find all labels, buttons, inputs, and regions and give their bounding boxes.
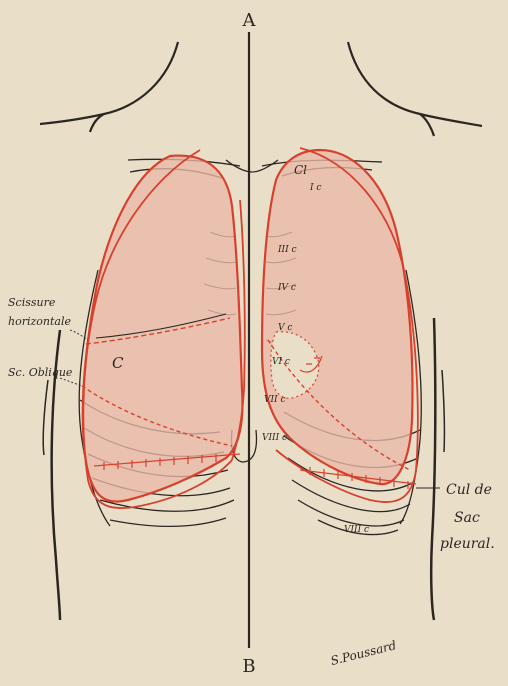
lower-ribs-left-6 bbox=[110, 518, 226, 527]
lower-ribs-right-5 bbox=[298, 500, 404, 526]
rib-label-4: V c bbox=[278, 323, 292, 333]
rib-label-6: VII c bbox=[264, 395, 286, 405]
manubrium bbox=[226, 160, 278, 172]
cul-label-1: Cul de bbox=[446, 482, 492, 498]
clavicle-label: Cl bbox=[294, 163, 307, 177]
right-shoulder-outline bbox=[348, 42, 482, 136]
right-flank-outline bbox=[431, 318, 435, 620]
left-arm-outline bbox=[43, 380, 48, 455]
rib-label-2: III c bbox=[277, 245, 297, 255]
cul-label-2: Sac bbox=[454, 510, 480, 526]
scissure-label-1: Scissure bbox=[8, 296, 56, 309]
signature: S.Poussard bbox=[329, 638, 398, 668]
scissure-label-2: horizontale bbox=[8, 315, 71, 328]
axis-label-a: A bbox=[242, 10, 257, 31]
axis-label-b: B bbox=[242, 656, 255, 677]
oblique-label: Sc. Oblique bbox=[8, 366, 73, 379]
heart-label: C bbox=[112, 354, 124, 372]
rib-label-7: VIII c bbox=[262, 433, 287, 443]
right-arm-outline bbox=[442, 370, 444, 452]
cul-label-3: pleural. bbox=[440, 536, 495, 552]
rib-label-3: IV c bbox=[277, 283, 296, 293]
rib-label-8: VIII c bbox=[344, 525, 369, 535]
left-shoulder-outline bbox=[40, 42, 178, 132]
rib-label-5: VI c bbox=[272, 357, 290, 367]
rib-label-1: I c bbox=[309, 183, 321, 193]
